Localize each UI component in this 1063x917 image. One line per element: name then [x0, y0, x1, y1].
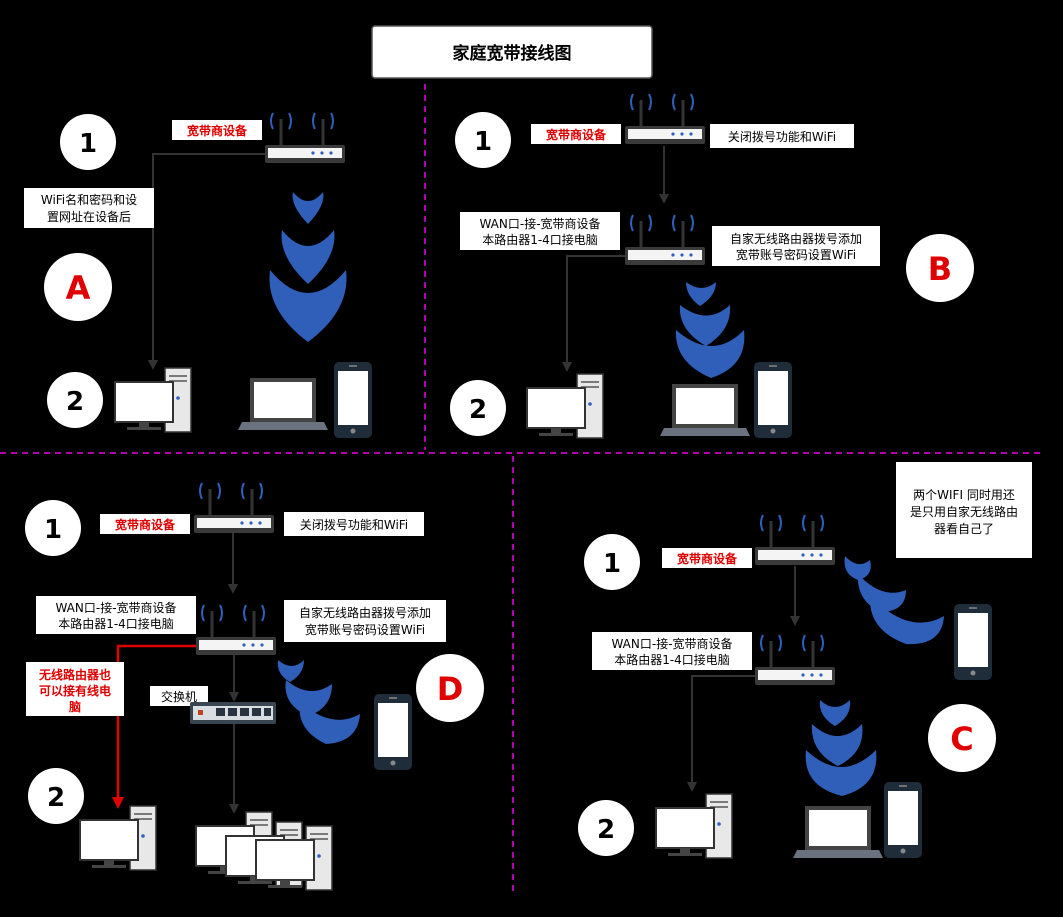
panel-a: 1 宽带商设备 WiFi名和密码和设 置网址在设备后 A 2	[24, 111, 373, 439]
wan-note-line2: 本路由器1-4口接电脑	[482, 232, 598, 247]
wired-pc-cable	[112, 644, 196, 809]
laptop-icon	[236, 378, 330, 432]
switch-icon	[190, 702, 276, 724]
step-number: 1	[79, 129, 97, 159]
router-dialup-note-line2: 宽带账号密码设置WiFi	[305, 622, 425, 637]
wan-note-line2: 本路由器1-4口接电脑	[614, 652, 730, 667]
isp-device-label: 宽带商设备	[676, 551, 738, 566]
router-icon	[753, 513, 837, 567]
wifi-signal-icon	[805, 700, 877, 796]
router-icon	[263, 111, 347, 165]
page-title: 家庭宽带接线图	[453, 43, 572, 64]
wifi-info-note-line2: 置网址在设备后	[47, 210, 131, 224]
panel-b: 1 宽带商设备 关闭拨号功能和WiFi WAN口-接-宽带商设备 本路由器1-4…	[450, 92, 974, 439]
desktop-pc-group-icon	[195, 811, 333, 891]
phone-icon	[373, 693, 413, 771]
router-dialup-note-line1: 自家无线路由器拨号添加	[730, 231, 862, 246]
panel-letter: A	[66, 269, 91, 307]
wifi-signal-icon	[844, 556, 944, 645]
cable-line	[687, 675, 755, 792]
step-number: 1	[603, 549, 621, 579]
isp-device-label: 宽带商设备	[545, 127, 607, 142]
title-box: 家庭宽带接线图	[371, 25, 653, 79]
phone-icon	[953, 603, 993, 681]
wifi-signal-icon	[675, 282, 745, 378]
wan-note-line1: WAN口-接-宽带商设备	[479, 216, 600, 231]
wan-note-line1: WAN口-接-宽带商设备	[55, 600, 176, 615]
router-icon	[194, 603, 278, 657]
step-number: 1	[474, 127, 492, 157]
wan-note-line2: 本路由器1-4口接电脑	[58, 616, 174, 631]
wired-note-line1: 无线路由器也	[38, 667, 111, 682]
router-icon	[753, 633, 837, 687]
step-number: 2	[469, 395, 487, 425]
desktop-pc-icon	[526, 373, 604, 439]
panel-letter: D	[437, 670, 464, 708]
isp-device-label: 宽带商设备	[114, 517, 176, 532]
isp-device-label: 宽带商设备	[186, 123, 248, 138]
step-number: 2	[47, 783, 65, 813]
panel-dividers	[0, 84, 1040, 892]
wired-note-line3: 脑	[68, 699, 81, 714]
router-dialup-note-line2: 宽带账号密码设置WiFi	[736, 247, 856, 262]
step-number: 1	[44, 515, 62, 545]
desktop-pc-icon	[655, 793, 733, 859]
laptop-icon	[658, 384, 752, 438]
phone-icon	[753, 361, 793, 439]
cable-line	[562, 255, 625, 372]
step-number: 2	[597, 815, 615, 845]
router-icon	[623, 213, 707, 267]
phone-icon	[883, 781, 923, 859]
dual-wifi-note-line3: 器看自己了	[934, 522, 994, 536]
wan-note-line1: WAN口-接-宽带商设备	[611, 636, 732, 651]
laptop-icon	[791, 806, 885, 860]
isp-disable-note: 关闭拨号功能和WiFi	[300, 518, 408, 532]
dual-wifi-note-line2: 是只用自家无线路由	[910, 504, 1018, 519]
panel-d: 1 宽带商设备 关闭拨号功能和WiFi WAN口-接-宽带商设备 本路由器1-4…	[25, 481, 484, 891]
desktop-pc-icon	[114, 367, 192, 433]
switch-label: 交换机	[161, 689, 197, 704]
router-icon	[623, 92, 707, 146]
wifi-info-note-line1: WiFi名和密码和设	[41, 192, 137, 207]
step-number: 2	[66, 387, 84, 417]
router-dialup-note-line1: 自家无线路由器拨号添加	[299, 605, 431, 620]
panel-letter: C	[950, 720, 973, 758]
wifi-signal-icon	[277, 660, 360, 744]
cable-line	[148, 153, 265, 370]
dual-wifi-note-line1: 两个WIFI 同时用还	[913, 488, 1015, 502]
phone-icon	[333, 361, 373, 439]
wired-note-line2: 可以接有线电	[39, 683, 111, 698]
panel-letter: B	[928, 250, 952, 288]
panel-c: 两个WIFI 同时用还 是只用自家无线路由 器看自己了 1 宽带商设备 WAN口…	[578, 462, 1032, 860]
wifi-signal-icon	[269, 192, 347, 342]
desktop-pc-icon	[79, 805, 157, 871]
isp-disable-note: 关闭拨号功能和WiFi	[728, 130, 836, 144]
router-icon	[192, 481, 276, 535]
